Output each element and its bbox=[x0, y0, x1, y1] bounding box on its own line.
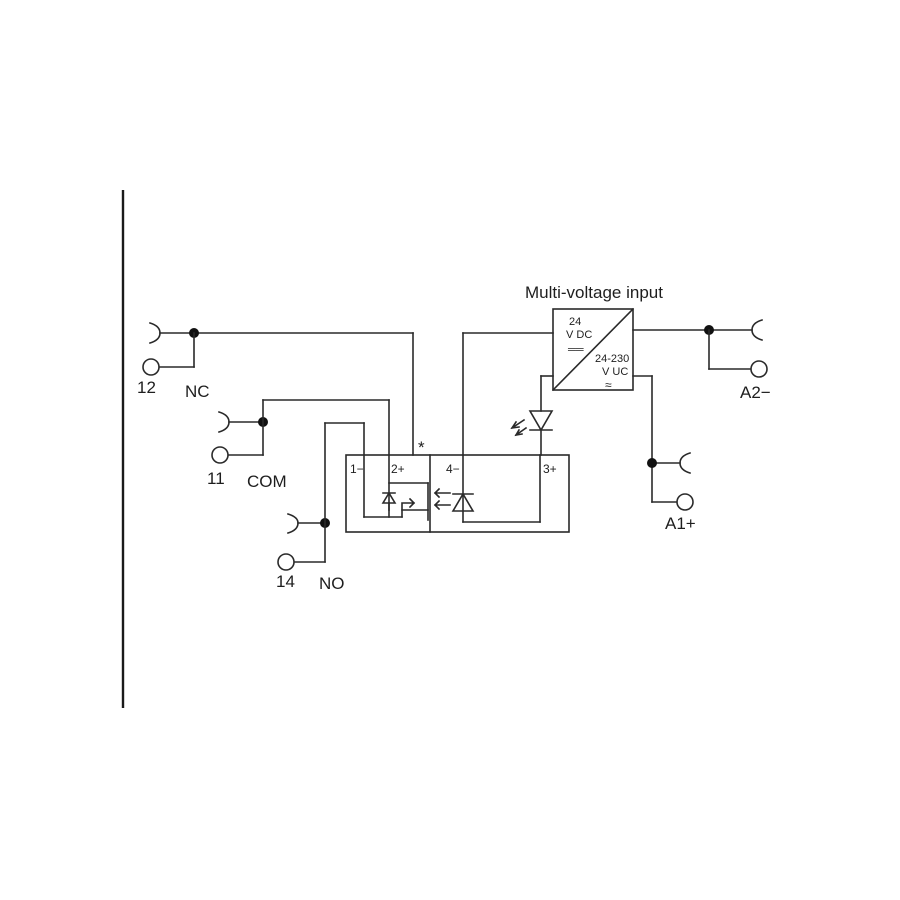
com-terminal: 11 COM bbox=[207, 399, 390, 518]
com-clamp-icon bbox=[218, 411, 230, 433]
status-led-icon bbox=[528, 410, 554, 432]
pin-label-4: 4− bbox=[446, 462, 460, 476]
footnote-marker: * bbox=[418, 438, 425, 457]
no-screw-terminal-icon bbox=[277, 553, 295, 571]
diagram-title: Multi-voltage input bbox=[525, 283, 663, 302]
mosfet-switch-icon bbox=[401, 497, 416, 518]
optocoupler-arrow-icon bbox=[433, 487, 451, 511]
converter-dc-voltage: 24 bbox=[569, 316, 581, 328]
no-terminal-number: 14 bbox=[276, 572, 295, 591]
a1-terminal: A1+ bbox=[632, 375, 696, 533]
converter-uc-voltage: 24-230 bbox=[595, 353, 629, 365]
a1-screw-terminal-icon bbox=[676, 493, 694, 511]
pin-label-3: 3+ bbox=[543, 462, 557, 476]
converter-diagonal bbox=[551, 307, 635, 392]
a2-clamp-icon bbox=[751, 319, 763, 341]
no-terminal: 14 NO bbox=[276, 422, 365, 593]
nc-terminal: 12 NC bbox=[137, 322, 414, 401]
a1-junction-dot bbox=[647, 458, 657, 468]
a1-terminal-label: A1+ bbox=[665, 514, 696, 533]
converter-uc-symbol: ≈ bbox=[605, 378, 612, 392]
no-terminal-name: NO bbox=[319, 574, 345, 593]
a2-terminal: A2− bbox=[632, 319, 771, 402]
com-screw-terminal-icon bbox=[211, 446, 229, 464]
pin-label-2: 2+ bbox=[391, 462, 405, 476]
com-terminal-number: 11 bbox=[207, 469, 225, 488]
freewheel-diode-icon bbox=[381, 491, 397, 504]
multi-voltage-converter: 24 V DC ══ 24-230 V UC ≈ bbox=[551, 307, 635, 392]
pin-label-1: 1− bbox=[350, 462, 364, 476]
converter-outline bbox=[552, 308, 634, 391]
optocoupler-led-icon bbox=[451, 492, 475, 512]
nc-terminal-number: 12 bbox=[137, 378, 156, 397]
no-clamp-icon bbox=[287, 513, 299, 534]
a1-clamp-icon bbox=[679, 452, 691, 474]
com-terminal-name: COM bbox=[247, 472, 287, 491]
nc-screw-terminal-icon bbox=[142, 358, 160, 376]
status-led-light-arrows-icon bbox=[510, 418, 528, 437]
a2-terminal-label: A2− bbox=[740, 383, 771, 402]
a2-screw-terminal-icon bbox=[750, 360, 768, 378]
converter-dc-symbol: ══ bbox=[567, 344, 584, 356]
converter-dc-unit: V DC bbox=[566, 329, 592, 341]
nc-terminal-name: NC bbox=[185, 382, 210, 401]
relay-module: 1− 2+ 4− 3+ bbox=[345, 454, 570, 533]
converter-uc-unit: V UC bbox=[602, 366, 628, 378]
relay-module-outline bbox=[345, 454, 570, 533]
nc-clamp-icon bbox=[149, 322, 161, 344]
